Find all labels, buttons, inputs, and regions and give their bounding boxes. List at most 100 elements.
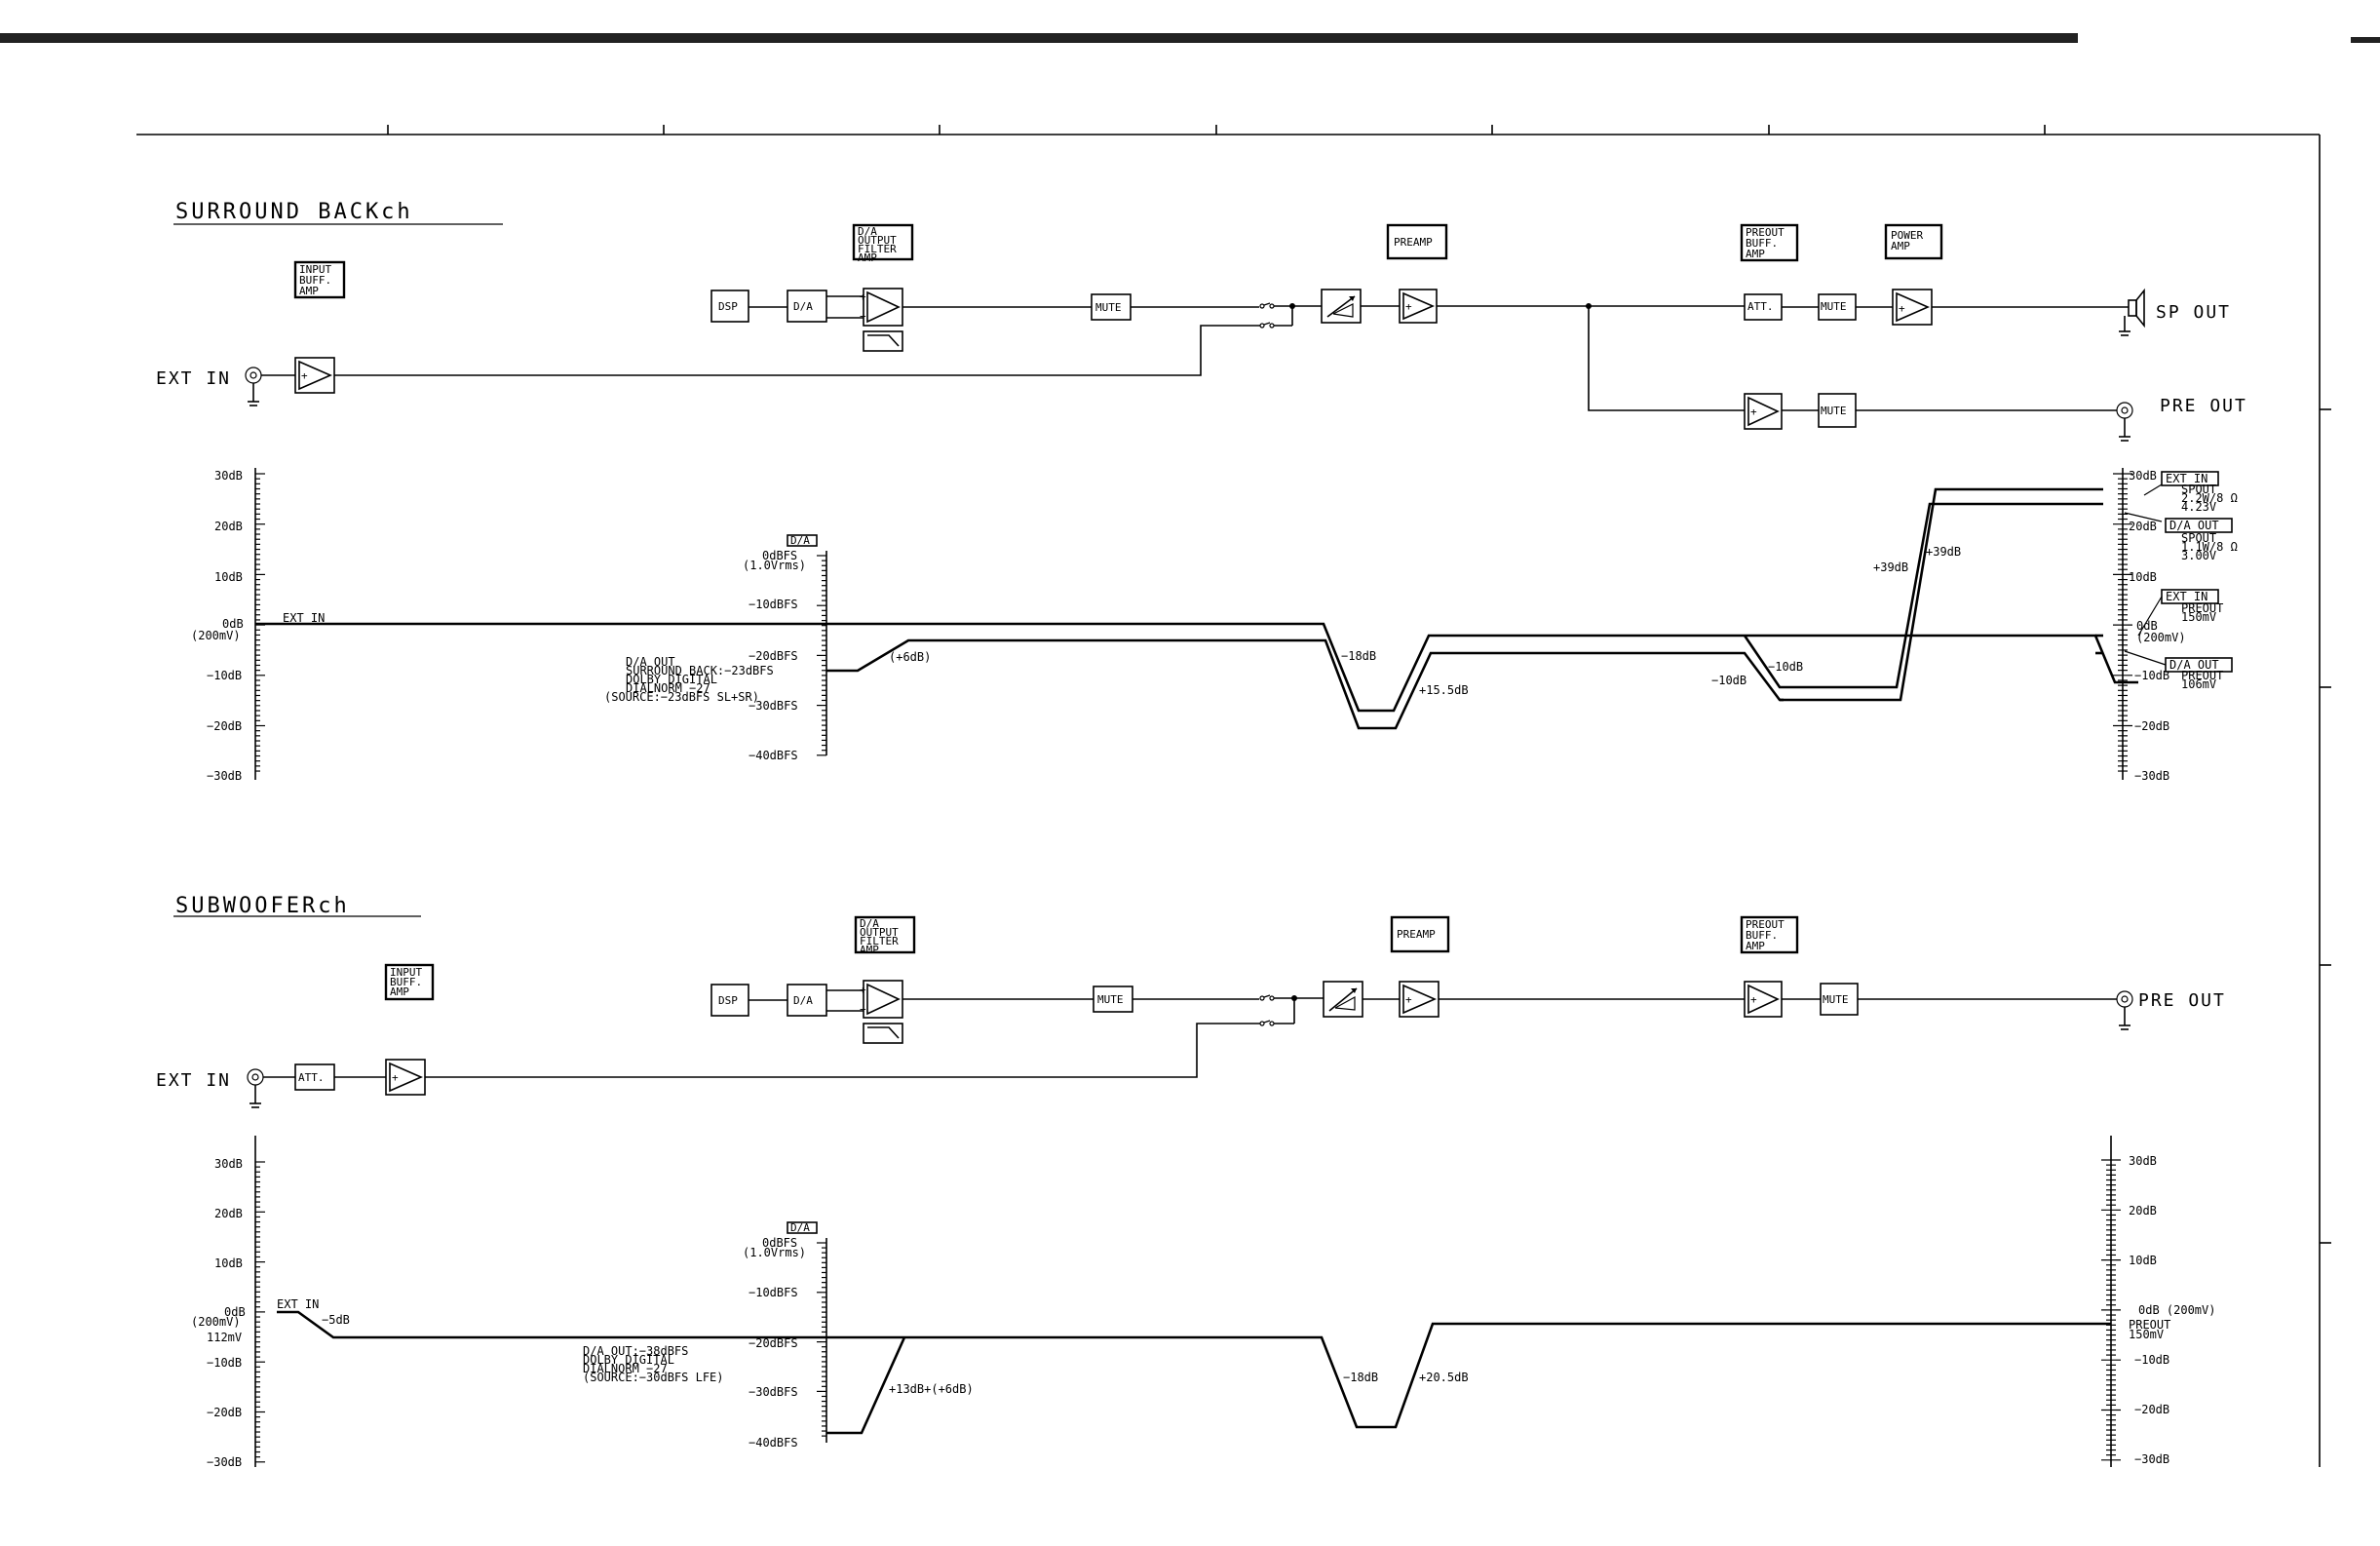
dsp-block [710, 290, 749, 323]
svg-text:SPOUT: SPOUT [2181, 531, 2216, 545]
surround-right-scale: 30dB 20dB 10dB 0dB (200mV) −10dB −20dB −… [2113, 468, 2186, 783]
svg-text:+: + [1899, 302, 1905, 315]
svg-text:20dB: 20dB [214, 1207, 243, 1220]
svg-text:20dB: 20dB [2129, 520, 2157, 533]
svg-text:−30dB: −30dB [207, 769, 242, 783]
section-title-subwoofer: SUBWOOFERch [175, 894, 350, 918]
svg-text:106mV: 106mV [2181, 677, 2216, 691]
svg-text:4.23V: 4.23V [2181, 500, 2216, 514]
svg-text:−20dB: −20dB [2134, 1403, 2169, 1416]
svg-text:D/A: D/A [858, 225, 877, 238]
svg-text:−10dB: −10dB [1768, 660, 1803, 674]
frame-ticks [387, 125, 2331, 1244]
svg-text:D/A OUT: D/A OUT [2169, 519, 2219, 532]
svg-text:POWER: POWER [1891, 229, 1923, 242]
power-amp-label [1884, 223, 1943, 260]
svg-text:−: − [860, 310, 866, 323]
svg-text:−18dB: −18dB [1341, 649, 1376, 663]
svg-text:30dB: 30dB [2129, 1154, 2157, 1168]
svg-text:DOLBY DIGITAL: DOLBY DIGITAL [626, 673, 717, 686]
svg-text:EXT IN: EXT IN [2166, 472, 2207, 485]
svg-text:−10dB: −10dB [2134, 669, 2169, 682]
svg-text:AMP: AMP [1746, 940, 1765, 952]
svg-text:10dB: 10dB [2129, 1254, 2157, 1267]
svg-text:AMP: AMP [1891, 240, 1910, 252]
svg-text:PREOUT: PREOUT [1746, 226, 1785, 239]
svg-text:EXT IN: EXT IN [2166, 590, 2207, 603]
lowpass-filter-block [863, 330, 903, 352]
svg-text:−10dB: −10dB [207, 669, 242, 682]
svg-text:MUTE: MUTE [1095, 301, 1122, 314]
svg-text:OUTPUT: OUTPUT [858, 234, 897, 247]
pre-out-label-1: PRE OUT [2160, 396, 2247, 416]
svg-text:(SOURCE:−30dBFS LFE): (SOURCE:−30dBFS LFE) [583, 1371, 724, 1384]
svg-text:(1.0Vrms): (1.0Vrms) [743, 1246, 806, 1259]
svg-text:−40dBFS: −40dBFS [749, 1436, 798, 1449]
svg-text:AMP: AMP [1746, 248, 1765, 260]
svg-text:D/A OUT: D/A OUT [2169, 658, 2219, 672]
svg-text:(200mV): (200mV) [191, 1315, 241, 1329]
svg-text:(200mV): (200mV) [2136, 631, 2186, 644]
svg-text:ATT.: ATT. [298, 1071, 325, 1084]
svg-text:D/A: D/A [860, 917, 879, 930]
svg-text:+13dB+(+6dB): +13dB+(+6dB) [889, 1382, 974, 1396]
ext-in-jack-icon [245, 367, 262, 384]
svg-text:+39dB: +39dB [1873, 560, 1908, 574]
svg-text:+: + [860, 290, 866, 303]
svg-text:−10dB: −10dB [1711, 674, 1747, 687]
svg-text:10dB: 10dB [214, 570, 243, 584]
svg-text:20dB: 20dB [2129, 1204, 2157, 1217]
pre-out-jack-icon [2116, 402, 2133, 419]
svg-text:+: + [860, 984, 866, 996]
svg-text:DOLBY DIGITAL: DOLBY DIGITAL [583, 1353, 674, 1367]
svg-text:112mV: 112mV [207, 1331, 242, 1344]
preamp-label [1386, 223, 1448, 260]
svg-text:D/A: D/A [790, 1221, 810, 1234]
svg-text:PREAMP: PREAMP [1394, 236, 1433, 249]
svg-text:FILTER: FILTER [860, 935, 899, 947]
svg-text:MUTE: MUTE [1823, 993, 1849, 1006]
svg-text:−20dBFS: −20dBFS [749, 649, 798, 663]
sw-ext-in-level-trace [277, 1310, 2111, 1429]
filter-amp-block [863, 288, 903, 327]
svg-text:−30dBFS: −30dBFS [749, 699, 798, 713]
section-title-surround: SURROUND BACKch [175, 200, 413, 224]
svg-text:D/A: D/A [790, 534, 810, 547]
mute-block-1 [1091, 293, 1132, 321]
svg-text:AMP: AMP [390, 986, 409, 998]
preout-buff-amp-label [1740, 223, 1799, 262]
svg-text:2.2W/8 Ω: 2.2W/8 Ω [2181, 491, 2238, 505]
sw-pre-out-jack-icon [2116, 990, 2133, 1008]
input-buff-amp-label [293, 260, 346, 299]
svg-text:−10dB: −10dB [207, 1356, 242, 1370]
svg-text:−30dB: −30dB [207, 1455, 242, 1469]
svg-text:30dB: 30dB [214, 1157, 243, 1171]
svg-text:AMP: AMP [858, 251, 877, 264]
svg-text:−20dB: −20dB [207, 1406, 242, 1419]
svg-text:−5dB: −5dB [322, 1313, 350, 1327]
subwoofer-mid-scale: D/A 0dBFS (1.0Vrms) −10dBFS −20dBFS −30d… [743, 1221, 827, 1449]
da-output-filter-amp-label [852, 223, 914, 261]
svg-text:(200mV): (200mV) [191, 629, 241, 642]
subwoofer-section: SUBWOOFERch INPUT BUFF. AMP D/A OUTPUT F… [156, 894, 2226, 1469]
svg-text:−30dB: −30dB [2134, 1452, 2169, 1466]
svg-text:AMP: AMP [860, 944, 879, 956]
svg-text:−10dBFS: −10dBFS [749, 598, 798, 611]
sw-input-buff-amp-label [384, 963, 435, 1001]
svg-text:DIALNORM −27: DIALNORM −27 [583, 1362, 668, 1375]
svg-text:BUFF.: BUFF. [1746, 929, 1778, 942]
sw-pre-out-label: PRE OUT [2138, 990, 2226, 1011]
svg-text:BUFF.: BUFF. [1746, 237, 1778, 250]
svg-text:+20.5dB: +20.5dB [1419, 1371, 1469, 1384]
svg-text:OUTPUT: OUTPUT [860, 926, 899, 939]
svg-text:FILTER: FILTER [858, 243, 897, 255]
svg-text:−: − [860, 1003, 866, 1016]
svg-text:MUTE: MUTE [1821, 405, 1847, 417]
speaker-icon [2128, 299, 2137, 317]
svg-text:−30dB: −30dB [2134, 769, 2169, 783]
svg-text:+: + [1750, 993, 1757, 1006]
svg-text:INPUT: INPUT [390, 966, 422, 979]
svg-text:D/A: D/A [793, 300, 813, 313]
svg-text:−30dBFS: −30dBFS [749, 1385, 798, 1399]
svg-text:3.00V: 3.00V [2181, 549, 2216, 562]
